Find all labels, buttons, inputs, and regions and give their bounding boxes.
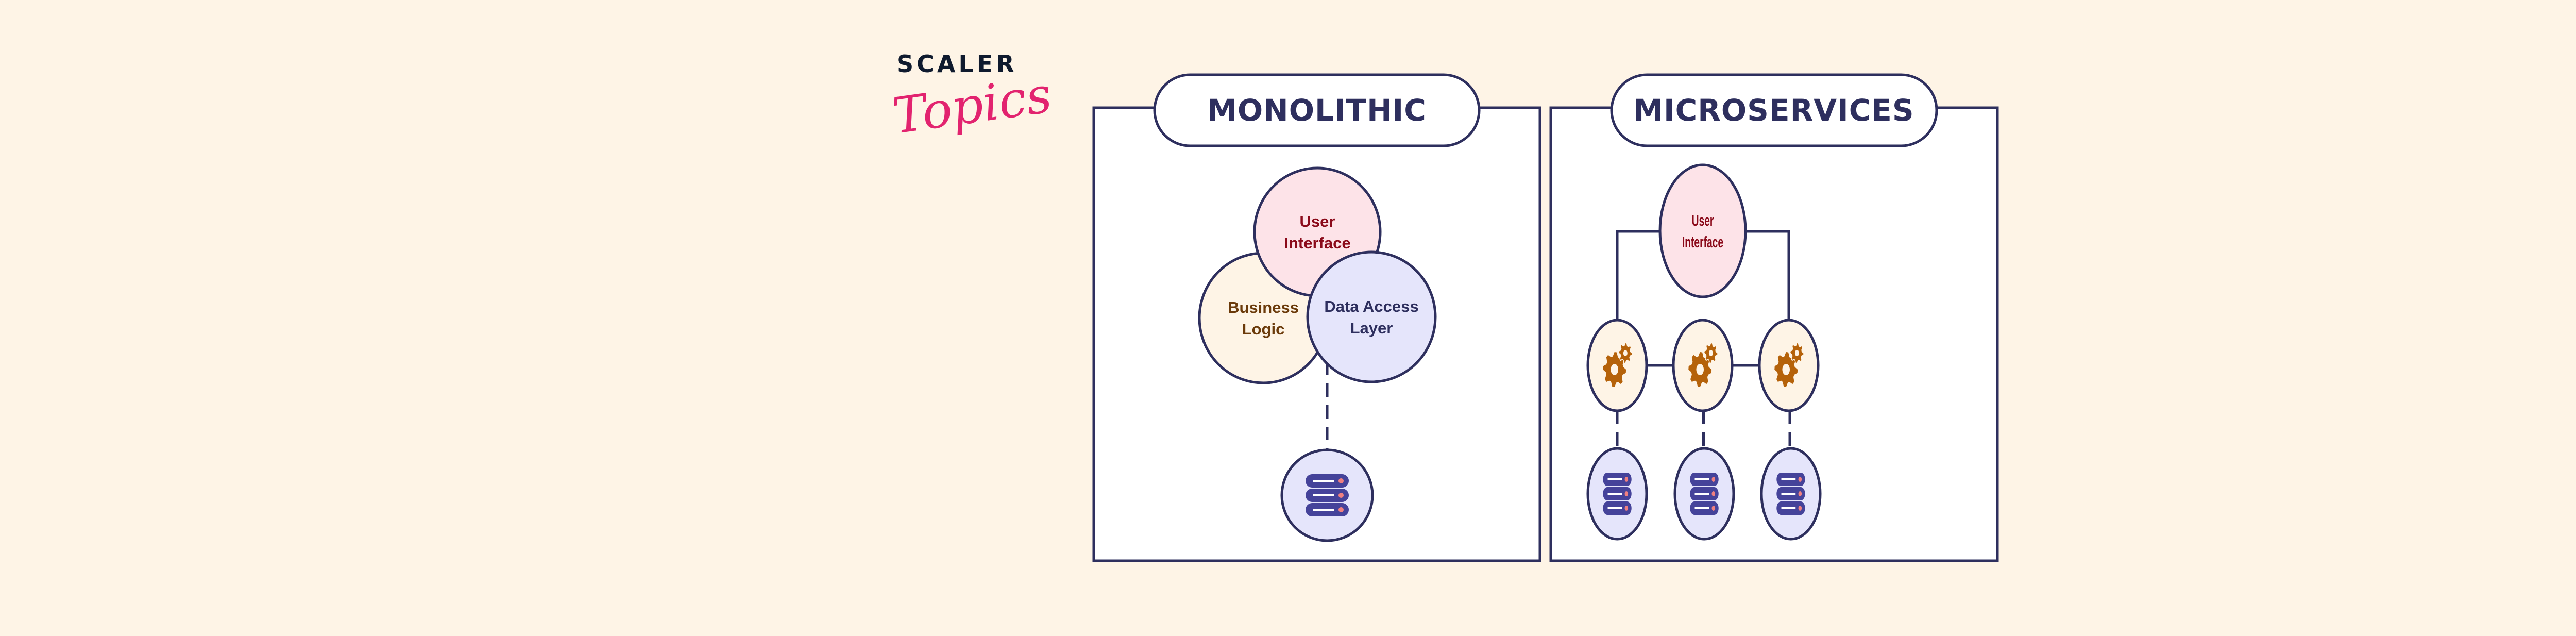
- server-stack-icon: [1690, 473, 1719, 515]
- data-access-layer-label-line: Data Access: [1324, 297, 1418, 315]
- large-gear: [1603, 352, 1626, 387]
- microservices-title-pill: [1610, 73, 1938, 147]
- business-logic-label-line: Business: [1228, 298, 1299, 316]
- user-interface-circle: [1658, 163, 1747, 298]
- user-interface-label-line: User: [1300, 212, 1335, 230]
- node-service-3: [1758, 319, 1820, 412]
- user-interface-label-line: Interface: [1284, 234, 1350, 252]
- monolithic-title-pill: [1153, 73, 1481, 147]
- logo-brand: SCALER: [896, 50, 1018, 78]
- business-logic-label-line: Logic: [1242, 320, 1285, 338]
- node-service-2: [1672, 319, 1734, 412]
- server-unit: [1776, 473, 1805, 486]
- server-unit: [1603, 501, 1632, 515]
- monolithic-panel: MONOLITHIC BusinessLogicUserInterfaceDat…: [1092, 73, 1541, 562]
- monolithic-title: MONOLITHIC: [1207, 93, 1427, 128]
- server-unit: [1306, 489, 1349, 502]
- small-gear: [1703, 342, 1718, 364]
- gears-icon: [1774, 342, 1804, 387]
- server-unit: [1690, 501, 1719, 515]
- microservices-title: MICROSERVICES: [1633, 93, 1914, 128]
- gears-icon: [1688, 342, 1718, 387]
- node-database-1: [1586, 447, 1648, 541]
- server-unit: [1690, 487, 1719, 500]
- server-unit: [1690, 473, 1719, 486]
- server-unit: [1776, 487, 1805, 500]
- gears-icon: [1603, 342, 1633, 387]
- edge-user-interface-to-service-1: [1616, 230, 1660, 320]
- server-stack-icon: [1776, 473, 1805, 515]
- server-unit: [1306, 503, 1349, 516]
- node-service-1: [1586, 319, 1648, 412]
- data-access-layer-label-line: Layer: [1350, 319, 1393, 337]
- user-interface-label-line: Interface: [1682, 234, 1723, 252]
- server-unit: [1306, 474, 1349, 488]
- server-unit: [1776, 501, 1805, 515]
- small-gear: [1618, 342, 1633, 364]
- server-stack-icon: [1603, 473, 1632, 515]
- node-database: [1280, 448, 1374, 542]
- data-access-layer-circle: [1306, 250, 1437, 383]
- user-interface-label-line: User: [1692, 212, 1714, 230]
- large-gear: [1688, 352, 1712, 387]
- large-gear: [1774, 352, 1798, 387]
- node-database-2: [1673, 447, 1735, 541]
- server-stack-icon: [1306, 474, 1349, 516]
- server-unit: [1603, 473, 1632, 486]
- node-database-3: [1760, 447, 1822, 541]
- small-gear: [1789, 342, 1804, 364]
- server-unit: [1603, 487, 1632, 500]
- edge-user-interface-to-service-3: [1745, 230, 1790, 320]
